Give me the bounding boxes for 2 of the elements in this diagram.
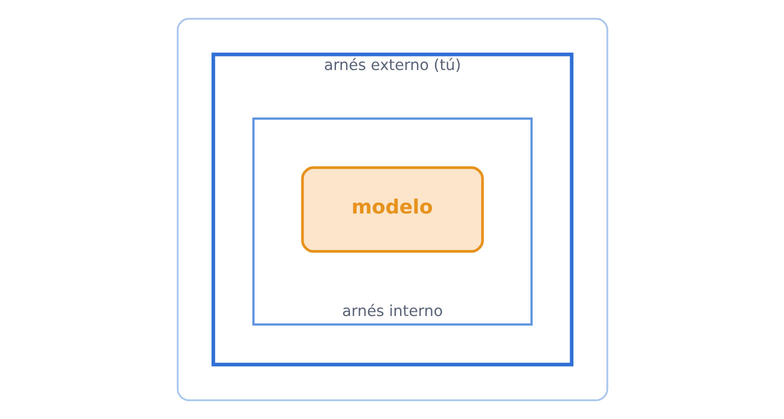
cluster: [176, 18, 608, 402]
node-box: modelo: [300, 166, 484, 253]
